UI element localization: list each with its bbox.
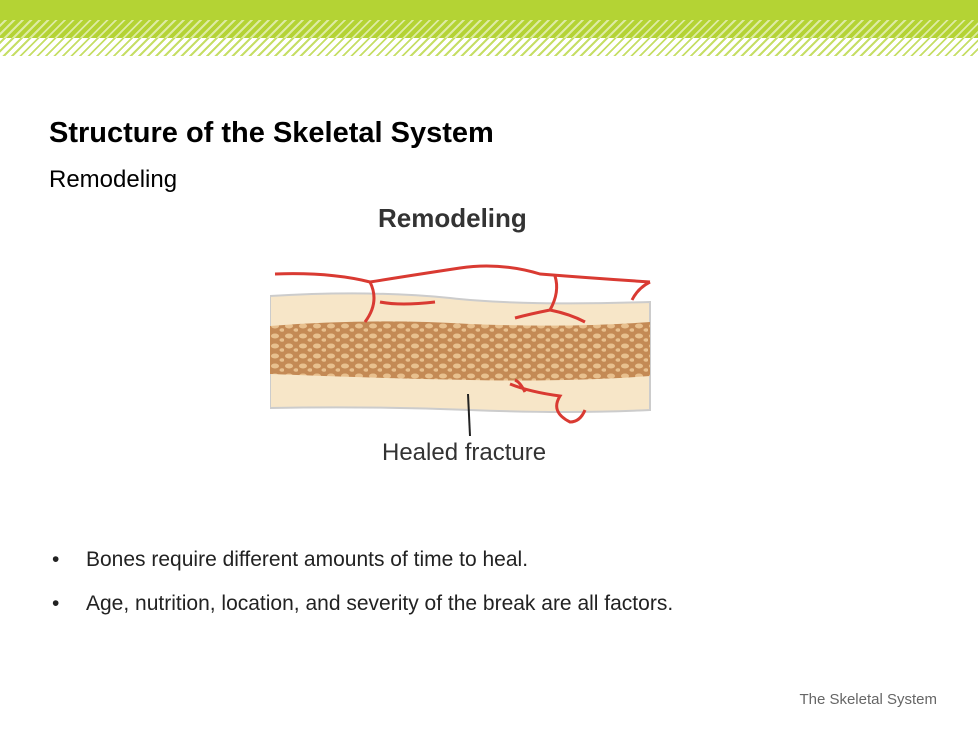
spongy-marrow xyxy=(270,321,650,381)
bullet-item: • Age, nutrition, location, and severity … xyxy=(52,592,673,636)
figure-label: Healed fracture xyxy=(382,439,547,466)
header-band xyxy=(0,0,978,20)
header-hatch-light xyxy=(0,38,978,56)
bullet-list: • Bones require different amounts of time… xyxy=(52,548,673,636)
bullet-text: Age, nutrition, location, and severity o… xyxy=(86,592,674,615)
bullet-icon: • xyxy=(52,548,60,571)
slide-footer: The Skeletal System xyxy=(799,691,937,708)
slide-subtitle: Remodeling xyxy=(49,166,178,193)
bullet-item: • Bones require different amounts of time… xyxy=(52,548,673,592)
bone-remodeling-illustration xyxy=(270,264,651,437)
bullet-icon: • xyxy=(52,592,60,615)
slide-title: Structure of the Skeletal System xyxy=(49,117,494,149)
blood-vessels xyxy=(274,264,651,424)
bullet-text: Bones require different amounts of time … xyxy=(86,548,529,571)
figure-title: Remodeling xyxy=(378,203,527,233)
label-pointer-line xyxy=(467,393,471,437)
